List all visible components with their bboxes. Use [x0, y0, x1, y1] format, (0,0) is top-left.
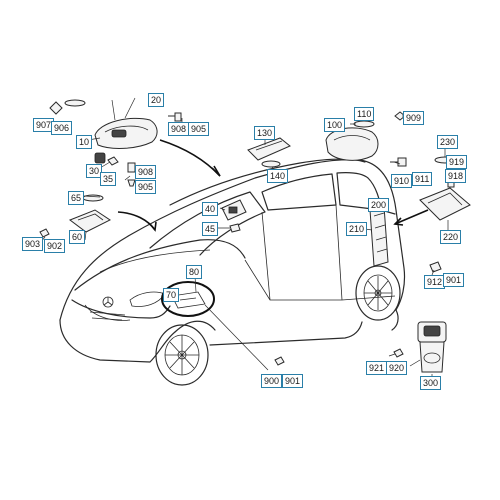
rear-wheel: [355, 265, 401, 321]
callout-300: 300: [420, 376, 442, 390]
power-socket: [393, 321, 447, 373]
arrow-front-lamp: [117, 211, 156, 231]
callout-903: 903: [22, 237, 44, 251]
door-lamp-unit: [39, 194, 111, 238]
callout-100: 100: [324, 118, 346, 132]
callout-907: 907: [33, 118, 55, 132]
callout-902: 902: [44, 239, 66, 253]
side-lamp-strip: [369, 205, 389, 267]
callout-110: 110: [354, 107, 375, 121]
callout-20: 20: [148, 93, 165, 107]
callout-905-top: 905: [188, 122, 210, 136]
callout-910: 910: [391, 174, 413, 188]
callout-210: 210: [346, 222, 368, 236]
callout-130: 130: [254, 126, 276, 140]
callout-10: 10: [76, 135, 93, 149]
interior-light-130: [247, 137, 291, 168]
callout-908-mid: 908: [135, 165, 157, 179]
callout-918: 918: [445, 169, 467, 183]
callout-908-top: 908: [168, 122, 190, 136]
callout-45: 45: [202, 222, 219, 236]
callout-35: 35: [100, 172, 117, 186]
switch-40: [221, 199, 247, 233]
arrow-rear: [394, 209, 429, 225]
callout-906: 906: [51, 121, 73, 135]
highlight-oval: [161, 281, 215, 317]
overhead-console: [94, 97, 158, 149]
callout-900: 900: [261, 374, 283, 388]
callout-220: 220: [440, 230, 462, 244]
callout-909: 909: [403, 111, 425, 125]
callout-140: 140: [267, 169, 289, 183]
callout-921: 921: [366, 361, 388, 375]
callout-70: 70: [163, 288, 180, 302]
callout-912: 912: [424, 275, 446, 289]
callout-65: 65: [68, 191, 85, 205]
callout-905-mid: 905: [135, 180, 157, 194]
callout-911: 911: [412, 172, 433, 186]
callout-40: 40: [202, 202, 219, 216]
callout-230: 230: [437, 135, 459, 149]
bulb-set-1: [49, 99, 182, 122]
callout-200: 200: [368, 198, 390, 212]
callout-901-right: 901: [443, 273, 465, 287]
callout-901-bottom: 901: [282, 374, 304, 388]
callout-60: 60: [69, 230, 86, 244]
callout-80: 80: [186, 265, 203, 279]
callout-919: 919: [446, 155, 468, 169]
tailgate-lamp: [419, 156, 471, 221]
callout-920: 920: [386, 361, 408, 375]
bulb-set-2: [94, 152, 136, 187]
front-wheel: [155, 324, 209, 386]
callout-30: 30: [86, 164, 103, 178]
connector-912: [429, 261, 442, 273]
rear-dome-lamp: [325, 111, 407, 167]
car-body: [59, 158, 406, 363]
arrow-overhead: [159, 139, 221, 177]
